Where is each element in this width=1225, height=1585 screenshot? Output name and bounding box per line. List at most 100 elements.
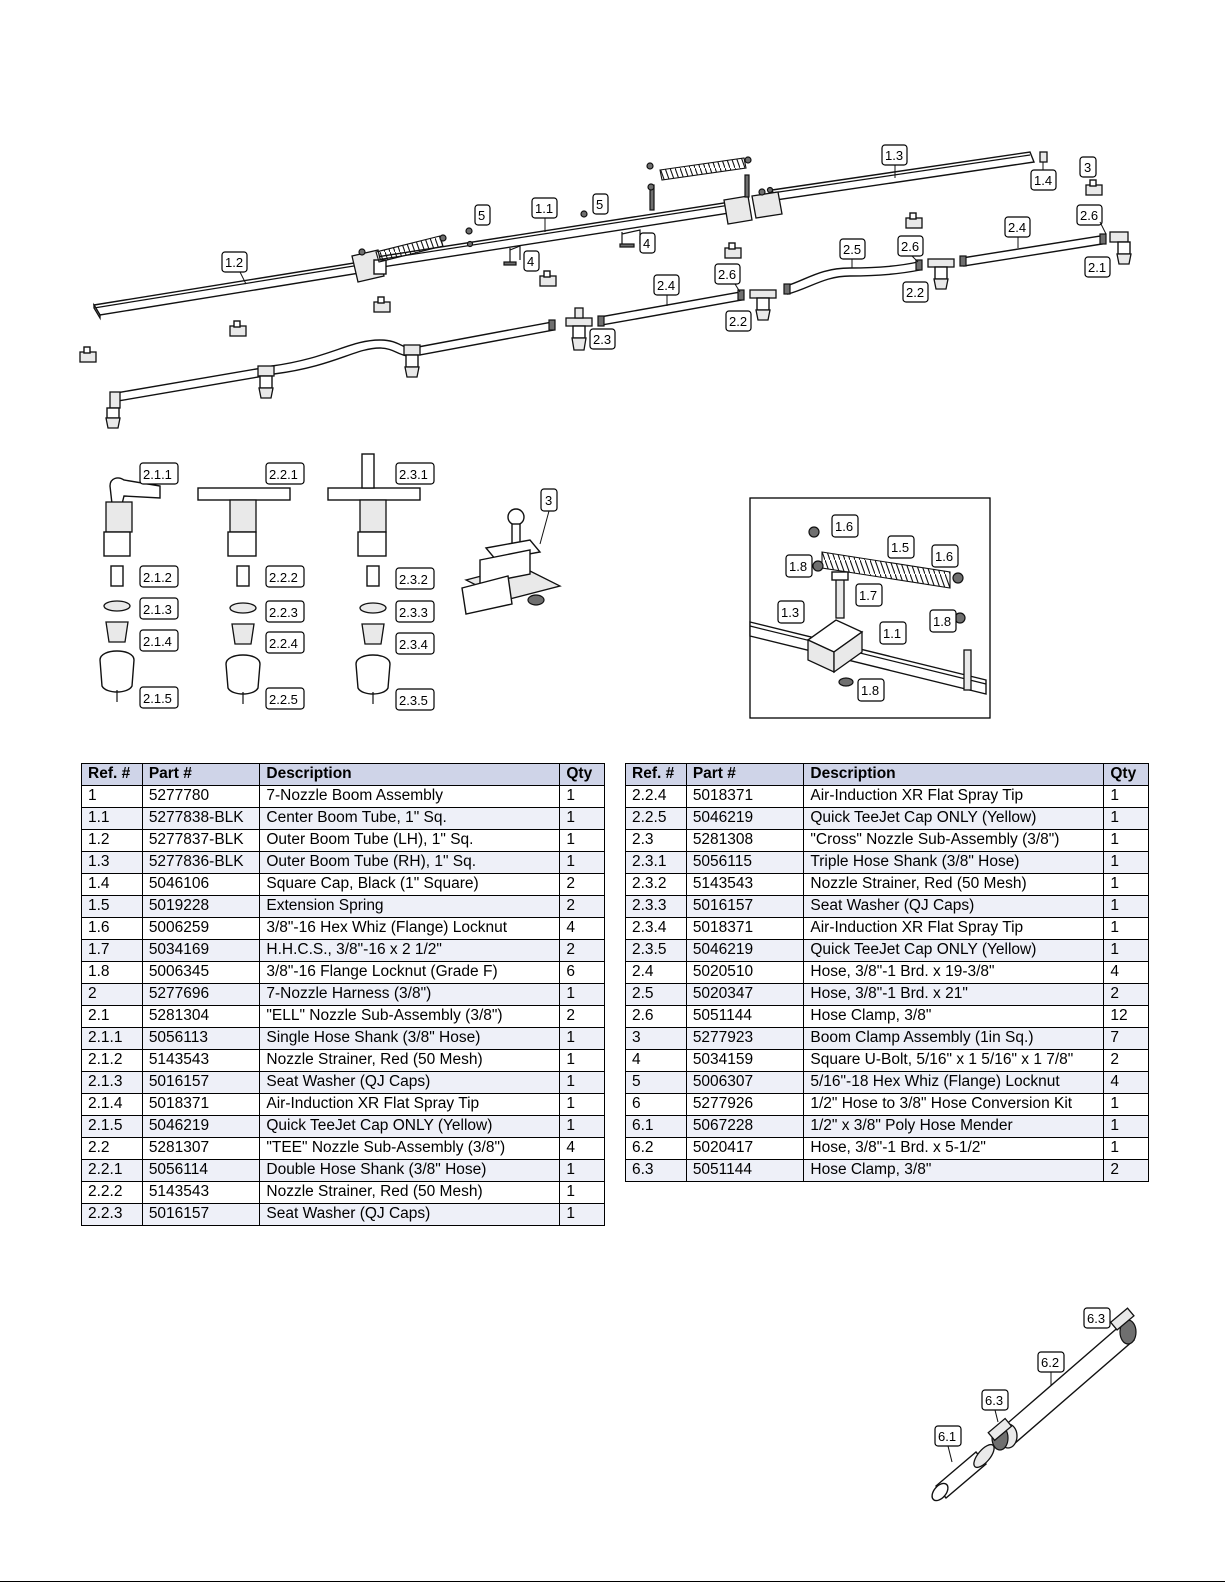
nozzle-detail-ell	[99, 477, 161, 702]
callout-1-1: 1.1	[535, 201, 553, 216]
description-cell: Outer Boom Tube (LH), 1" Sq.	[259, 829, 561, 852]
qty-cell: 1	[1103, 1115, 1149, 1138]
qty-cell: 12	[1103, 1005, 1149, 1028]
description-cell: Seat Washer (QJ Caps)	[259, 1203, 561, 1226]
qty-cell: 1	[1103, 807, 1149, 830]
page-footer-rule	[0, 1581, 1225, 1582]
description-cell: Extension Spring	[259, 895, 561, 918]
part-number-cell: 5006307	[685, 1071, 805, 1094]
qty-cell: 1	[1103, 939, 1149, 962]
hose-clamp	[1099, 233, 1107, 245]
part-number-cell: 5006345	[141, 961, 261, 984]
qty-cell: 4	[1103, 1071, 1149, 1094]
callout-2-5: 2.5	[843, 242, 861, 257]
qty-cell: 1	[559, 829, 605, 852]
ref-cell: 1.4	[81, 873, 143, 896]
nozzle-tee-2	[403, 344, 421, 378]
description-cell: 7-Nozzle Boom Assembly	[259, 785, 561, 808]
description-cell: 3/8"-16 Flange Locknut (Grade F)	[259, 961, 561, 984]
hose-clamp	[737, 289, 745, 301]
callout-1-8-b: 1.8	[933, 614, 951, 629]
description-cell: Air-Induction XR Flat Spray Tip	[803, 917, 1105, 940]
callout-2-1-2: 2.1.2	[143, 570, 172, 585]
callout-2-2-3: 2.2.3	[269, 605, 298, 620]
description-cell: Quick TeeJet Cap ONLY (Yellow)	[803, 807, 1105, 830]
callout-2-4-a: 2.4	[1008, 220, 1026, 235]
locknut-a	[465, 227, 473, 235]
hose-clamp	[597, 315, 605, 327]
qty-cell: 1	[559, 1159, 605, 1182]
hose-clamp	[959, 255, 967, 267]
part-number-cell: 5046219	[141, 1115, 261, 1138]
column-header-part: Part #	[685, 763, 805, 786]
ref-cell: 1.1	[81, 807, 143, 830]
qty-cell: 1	[559, 1093, 605, 1116]
ref-cell: 1.6	[81, 917, 143, 940]
ref-cell: 6	[625, 1093, 687, 1116]
callout-1-4: 1.4	[1034, 173, 1052, 188]
part-number-cell: 5046219	[685, 939, 805, 962]
callout-1-8-c: 1.8	[861, 683, 879, 698]
callout-6-3-b: 6.3	[985, 1393, 1003, 1408]
square-cap	[1039, 151, 1048, 163]
part-number-cell: 5277836-BLK	[141, 851, 261, 874]
ref-cell: 2.2.1	[81, 1159, 143, 1182]
description-cell: Double Hose Shank (3/8" Hose)	[259, 1159, 561, 1182]
qty-cell: 1	[1103, 1093, 1149, 1116]
callout-2-2-a: 2.2	[906, 285, 924, 300]
description-cell: Nozzle Strainer, Red (50 Mesh)	[259, 1181, 561, 1204]
description-cell: Hose Clamp, 3/8"	[803, 1159, 1105, 1182]
part-number-cell: 5018371	[141, 1093, 261, 1116]
ref-cell: 2.3.1	[625, 851, 687, 874]
hinge-bracket-right	[723, 188, 783, 225]
ref-cell: 1	[81, 785, 143, 808]
qty-cell: 4	[1103, 961, 1149, 984]
callout-2-1-a: 2.1	[1088, 260, 1106, 275]
qty-cell: 2	[559, 1005, 605, 1028]
qty-cell: 1	[1103, 829, 1149, 852]
boom-clamp-detail: 3	[461, 488, 562, 615]
description-cell: "TEE" Nozzle Sub-Assembly (3/8")	[259, 1137, 561, 1160]
boom-clamp-2	[905, 212, 923, 229]
hose-clamp	[548, 319, 556, 331]
description-cell: Seat Washer (QJ Caps)	[803, 895, 1105, 918]
nozzle-ell-right	[1109, 231, 1132, 265]
callout-2-3-1: 2.3.1	[399, 467, 428, 482]
boom-clamp-4	[539, 270, 557, 287]
callout-2-3-2: 2.3.2	[399, 572, 428, 587]
callout-2-3-4: 2.3.4	[399, 637, 428, 652]
part-number-cell: 5018371	[685, 785, 805, 808]
callout-1-3: 1.3	[885, 148, 903, 163]
qty-cell: 1	[559, 983, 605, 1006]
ref-cell: 5	[625, 1071, 687, 1094]
description-cell: Square Cap, Black (1" Square)	[259, 873, 561, 896]
qty-cell: 2	[559, 939, 605, 962]
callout-1-7: 1.7	[859, 588, 877, 603]
ref-cell: 4	[625, 1049, 687, 1072]
column-header-part: Part #	[141, 763, 261, 786]
callout-1-2: 1.2	[225, 255, 243, 270]
hinge-bracket-left	[351, 248, 387, 283]
description-cell: Outer Boom Tube (RH), 1" Sq.	[259, 851, 561, 874]
ref-cell: 2.1.2	[81, 1049, 143, 1072]
column-header-description: Description	[803, 763, 1105, 786]
description-cell: Nozzle Strainer, Red (50 Mesh)	[803, 873, 1105, 896]
